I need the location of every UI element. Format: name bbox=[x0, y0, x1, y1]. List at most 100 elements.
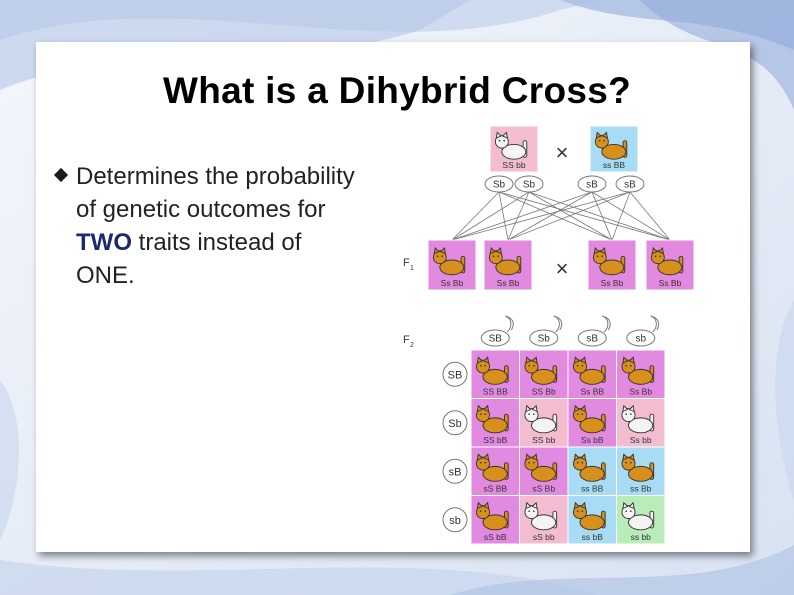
cat-icon bbox=[621, 356, 655, 385]
lineage-line bbox=[591, 191, 613, 241]
genotype-label: ss bB bbox=[582, 532, 604, 542]
punnett-cell: ss BB bbox=[567, 446, 617, 496]
genotype-label: sS Bb bbox=[532, 484, 555, 494]
cat-icon bbox=[524, 501, 558, 531]
punnett-cell: ss bb bbox=[616, 495, 666, 545]
gamete-label: sB bbox=[624, 180, 636, 191]
lineage-line bbox=[498, 191, 613, 241]
cat-icon bbox=[432, 247, 466, 276]
punnett-cell: SS bB bbox=[470, 398, 520, 448]
cat-icon bbox=[572, 356, 606, 385]
genotype-label: SS BB bbox=[483, 387, 508, 397]
parent-cell: ss BB bbox=[589, 125, 639, 173]
row-gamete-label: SB bbox=[448, 369, 463, 381]
punnett-cell: sS BB bbox=[470, 446, 520, 496]
cat-icon bbox=[572, 453, 606, 482]
punnett-cell: sS bb bbox=[519, 495, 569, 545]
f1-cell: Ss Bb bbox=[483, 239, 533, 291]
f2-label: F bbox=[403, 334, 410, 346]
row-gamete-icon: SB bbox=[442, 361, 468, 387]
lineage-line bbox=[507, 191, 593, 241]
genotype-label: sS bB bbox=[484, 532, 507, 542]
genotype-label: SS bB bbox=[483, 435, 507, 445]
lineage-line bbox=[451, 191, 631, 241]
cross-symbol: × bbox=[556, 256, 569, 281]
genotype-label: Ss Bb bbox=[497, 278, 520, 288]
genotype-label: Ss Bb bbox=[441, 278, 464, 288]
genotype-label: Ss Bb bbox=[629, 387, 652, 397]
cat-icon bbox=[650, 247, 684, 276]
cat-icon bbox=[621, 501, 655, 531]
genotype-label: Ss bb bbox=[630, 435, 652, 445]
bullet-text-end: traits instead of ONE. bbox=[76, 229, 302, 289]
punnett-cell: sS bB bbox=[470, 495, 520, 545]
genotype-label: ss bb bbox=[631, 532, 652, 542]
cat-icon bbox=[621, 453, 655, 482]
punnett-cell: SS bb bbox=[519, 398, 569, 448]
lineage-line bbox=[451, 191, 593, 241]
lineage-line bbox=[498, 191, 671, 241]
lineage-line bbox=[528, 191, 671, 241]
genotype-label: ss BB bbox=[581, 484, 604, 494]
lineage-line bbox=[591, 191, 671, 241]
cat-icon bbox=[494, 131, 528, 160]
cat-icon bbox=[488, 247, 522, 276]
cross-symbol: × bbox=[556, 140, 569, 165]
gamete-sperm-icon: sB bbox=[577, 175, 607, 193]
lineage-line bbox=[451, 191, 500, 241]
cat-icon bbox=[592, 247, 626, 276]
cat-icon bbox=[475, 356, 509, 385]
genotype-label: Ss Bb bbox=[659, 278, 682, 288]
cat-icon bbox=[621, 404, 655, 434]
gamete-sperm-icon: Sb bbox=[484, 175, 514, 193]
bullet-text: Determines the probability of genetic ou… bbox=[76, 160, 366, 292]
lineage-line bbox=[498, 191, 509, 241]
cat-icon bbox=[524, 453, 558, 482]
punnett-cell: ss bB bbox=[567, 495, 617, 545]
gamete-label: SB bbox=[489, 334, 503, 345]
lineage-line bbox=[507, 191, 631, 241]
punnett-cell: SS Bb bbox=[519, 349, 569, 399]
f1-cell: Ss Bb bbox=[645, 239, 695, 291]
gamete-sperm-icon: Sb bbox=[514, 175, 544, 193]
gamete-label: Sb bbox=[493, 180, 506, 191]
row-gamete-label: sb bbox=[449, 515, 461, 527]
gamete-sperm-icon: Sb bbox=[529, 315, 563, 347]
genotype-label: ss Bb bbox=[630, 484, 652, 494]
slide-title: What is a Dihybrid Cross? bbox=[162, 70, 631, 111]
lineage-line bbox=[629, 191, 671, 241]
row-gamete-icon: Sb bbox=[442, 410, 468, 436]
f2-subscript: 2 bbox=[410, 342, 414, 349]
genotype-label: SS bb bbox=[502, 160, 525, 170]
f1-label: F bbox=[403, 257, 410, 269]
punnett-cell: sS Bb bbox=[519, 446, 569, 496]
cat-icon bbox=[524, 356, 558, 385]
cat-icon bbox=[572, 501, 606, 531]
cat-icon bbox=[594, 131, 628, 160]
punnett-cell: SS BB bbox=[470, 349, 520, 399]
gamete-label: Sb bbox=[538, 334, 551, 345]
cat-icon bbox=[524, 404, 558, 434]
gamete-label: Sb bbox=[523, 180, 536, 191]
lineage-line bbox=[507, 191, 530, 241]
genotype-label: Ss BB bbox=[580, 387, 604, 397]
gamete-sperm-icon: sb bbox=[626, 315, 660, 347]
genotype-label: SS Bb bbox=[532, 387, 556, 397]
gamete-sperm-icon: sB bbox=[577, 315, 611, 347]
row-gamete-icon: sb bbox=[442, 507, 468, 533]
row-gamete-label: sB bbox=[449, 466, 462, 478]
genotype-label: Ss Bb bbox=[601, 278, 624, 288]
lineage-line bbox=[528, 191, 613, 241]
gamete-label: sb bbox=[635, 334, 646, 345]
genotype-label: SS bb bbox=[532, 435, 555, 445]
row-gamete-icon: sB bbox=[442, 458, 468, 484]
punnett-cell: ss Bb bbox=[616, 446, 666, 496]
cat-icon bbox=[572, 404, 606, 434]
f1-cell: Ss Bb bbox=[427, 239, 477, 291]
gamete-label: sB bbox=[586, 180, 598, 191]
genotype-label: sS BB bbox=[483, 484, 507, 494]
gamete-label: sB bbox=[586, 334, 598, 345]
bullet-text-start: Determines the probability of genetic ou… bbox=[76, 163, 355, 223]
cat-icon bbox=[475, 501, 509, 531]
